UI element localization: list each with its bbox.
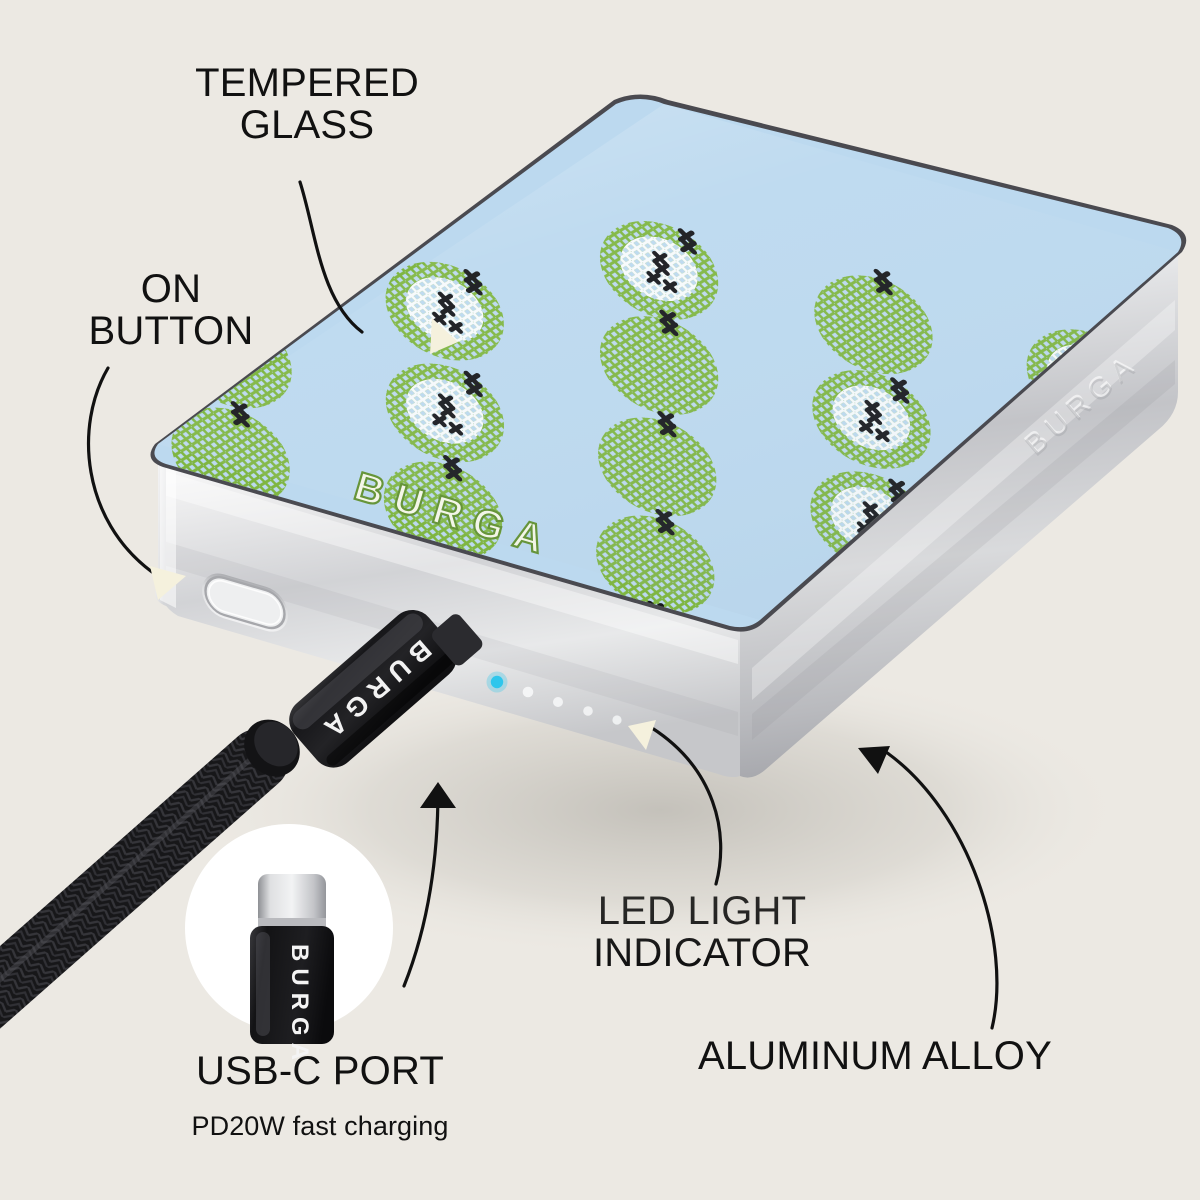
usb-c-plug-housing: BURGA <box>289 610 457 768</box>
device-right-face <box>740 252 1178 778</box>
braided-cable <box>0 729 289 1029</box>
svg-text:BURGA: BURGA <box>286 944 313 1067</box>
usb-c-plug-tip <box>432 614 483 666</box>
led-dot <box>522 686 534 698</box>
led-dot <box>583 706 593 716</box>
cable-strain-relief <box>244 719 300 777</box>
led-dot <box>612 715 622 725</box>
led-light-indicator <box>486 671 622 725</box>
led-dot-lit <box>490 675 504 689</box>
led-dot <box>553 697 563 707</box>
power-button[interactable] <box>202 568 288 637</box>
tempered-glass-top: BURGA <box>150 94 1187 632</box>
device-front-face <box>155 444 741 778</box>
usb-c-connector-closeup: BURGA <box>250 874 334 1067</box>
